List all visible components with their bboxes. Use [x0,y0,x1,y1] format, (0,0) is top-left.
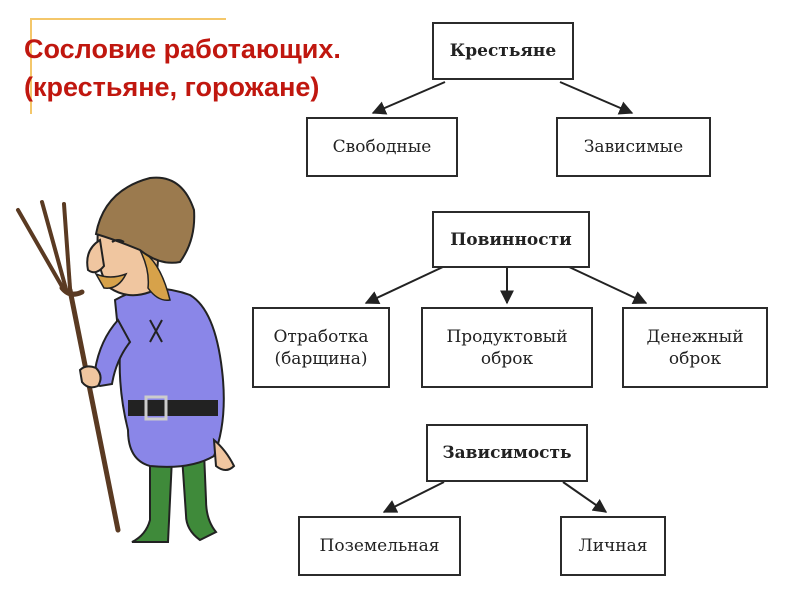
node-peasants: Крестьяне [432,22,574,80]
peasant-with-pitchfork-icon [16,176,236,543]
arrow-duties-to-corvee [364,265,446,304]
node-money-rent: Денежный оброк [622,307,768,388]
node-product-rent: Продуктовый оброк [421,307,593,388]
arrow-peasants-to-dependent [559,81,634,115]
node-corvee: Отработка (барщина) [252,307,390,388]
node-free: Свободные [306,117,458,177]
node-land-dependence: Поземельная [298,516,461,576]
node-personal-dependence: Личная [560,516,666,576]
node-dependence: Зависимость [426,424,588,482]
arrow-peasants-to-free [371,81,446,115]
title-line-1: Сословие работающих. [24,34,341,64]
arrow-dependence-to-land [382,481,445,513]
corner-accent-horizontal [30,18,226,20]
page-title: Сословие работающих. (крестьяне, горожан… [24,30,341,106]
corner-accent-vertical [30,18,32,114]
title-line-2: (крестьяне, горожане) [24,72,320,102]
arrow-duties-to-money-rent [566,265,648,304]
arrow-dependence-to-personal [562,481,608,513]
node-duties: Повинности [432,211,590,268]
node-dependent: Зависимые [556,117,711,177]
